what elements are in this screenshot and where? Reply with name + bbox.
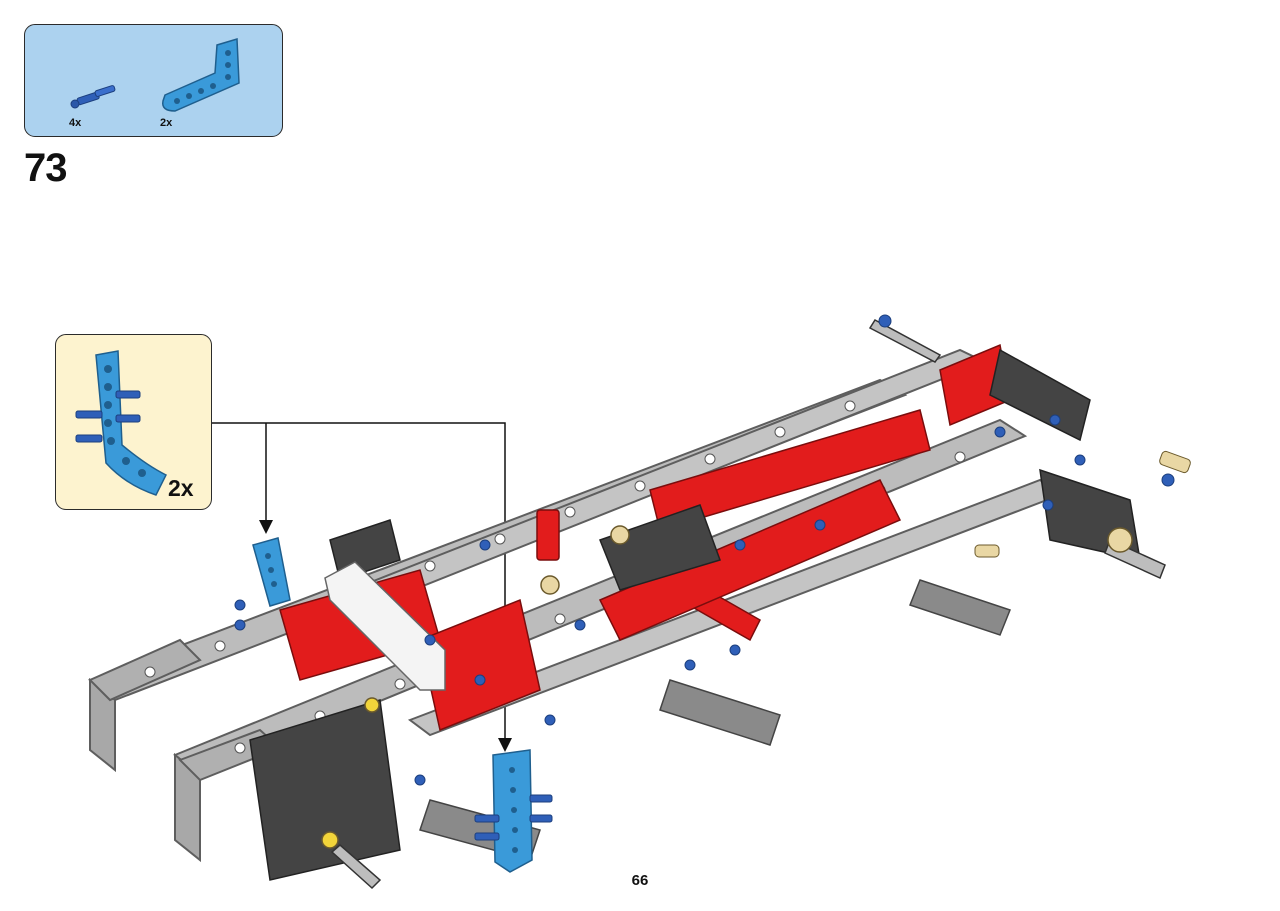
- blue-l-beam-left: [252, 537, 291, 607]
- callout-leader-lines: [212, 422, 506, 738]
- part-quantity-2: 2x: [160, 117, 173, 129]
- red-components: [279, 343, 1011, 732]
- sub-assembly-callout: 2x: [55, 334, 212, 510]
- axles: [330, 319, 1166, 890]
- step-number: 73: [24, 146, 67, 190]
- parts-list-box: 4x 2x: [24, 24, 283, 137]
- white-beam: [324, 561, 446, 691]
- dark-components: [249, 348, 1141, 881]
- blue-pins: [234, 314, 1175, 786]
- parts-list-illustration: [70, 38, 240, 112]
- chassis-frame: [88, 348, 1063, 863]
- blue-l-beam-icon: [162, 38, 240, 112]
- page-number: 66: [631, 872, 649, 889]
- beam-holes: [144, 400, 966, 754]
- callout-quantity: 2x: [168, 475, 194, 501]
- blue-axle-pin-icon: [70, 85, 116, 109]
- lower-links: [419, 579, 1011, 861]
- arrow-head-left: [259, 520, 273, 534]
- blue-l-beam-right: [474, 749, 553, 873]
- gears: [321, 450, 1191, 849]
- arrow-head-right: [498, 738, 512, 752]
- part-quantity-1: 4x: [69, 117, 82, 129]
